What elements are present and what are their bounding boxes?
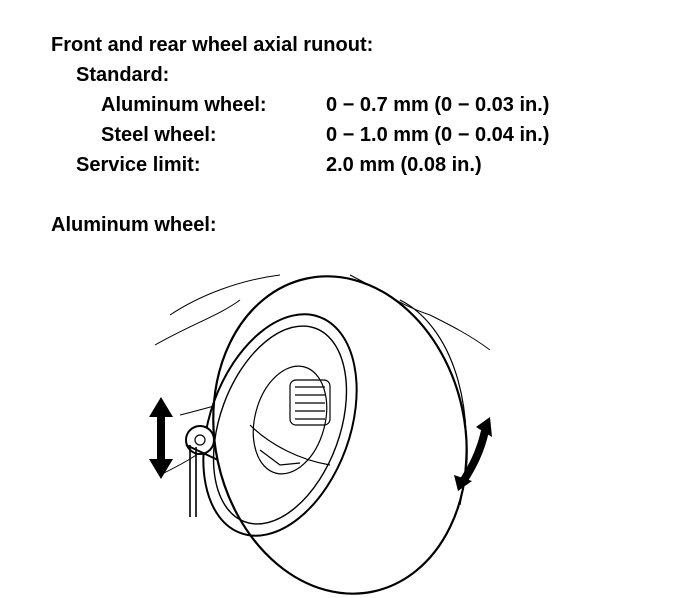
service-limit-label: Service limit: (76, 154, 201, 176)
service-limit-value: 2.0 mm (0.08 in.) (326, 154, 482, 176)
dial-indicator-icon (185, 425, 219, 517)
hub-brake-assembly (249, 379, 331, 466)
rotation-arrow-icon (454, 417, 492, 491)
aluminum-wheel-value: 0 − 0.7 mm (0 − 0.03 in.) (326, 94, 550, 116)
steel-wheel-label: Steel wheel: (101, 124, 217, 146)
wheel-runout-illustration (149, 274, 492, 595)
wheel-rim (202, 313, 358, 537)
steel-wheel-value: 0 − 1.0 mm (0 − 0.04 in.) (326, 124, 550, 146)
figure-caption: Aluminum wheel: (51, 214, 217, 236)
spec-heading: Front and rear wheel axial runout: (51, 34, 374, 56)
standard-label: Standard: (76, 64, 170, 86)
vertical-arrow-icon (149, 397, 173, 479)
aluminum-wheel-label: Aluminum wheel: (101, 94, 267, 116)
